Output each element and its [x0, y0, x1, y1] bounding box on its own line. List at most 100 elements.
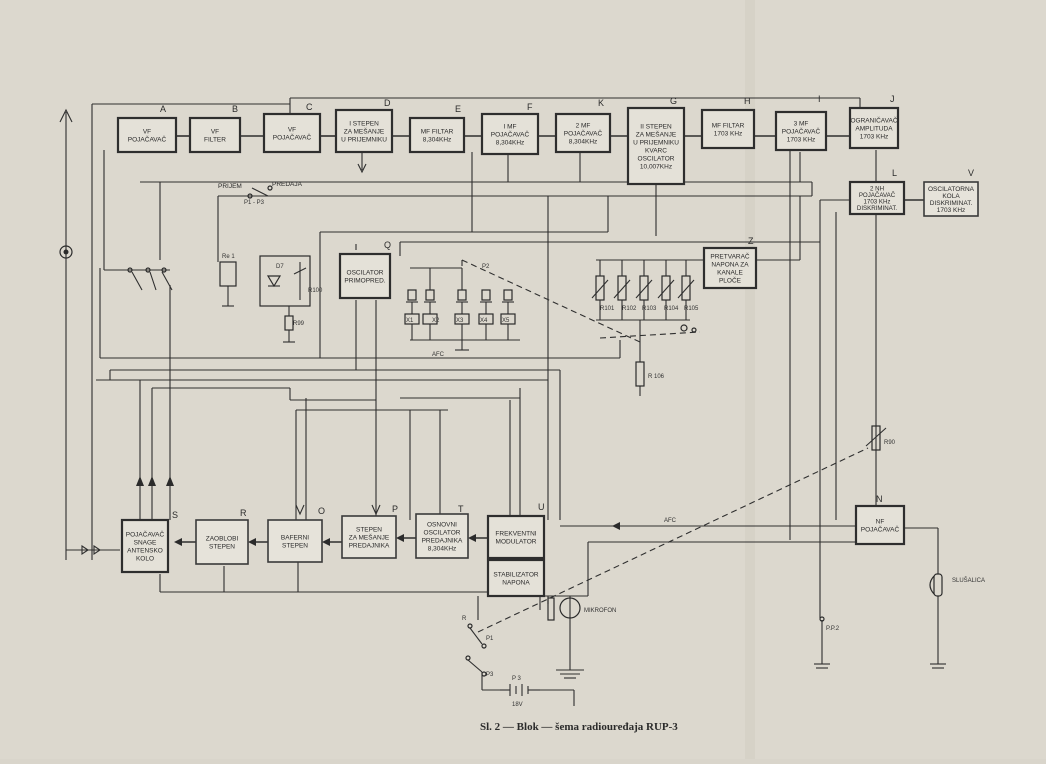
block-s-text: SNAGE: [134, 539, 157, 546]
block-a-letter: A: [160, 104, 166, 114]
block-u2-text: STABILIZATOR: [493, 571, 538, 578]
block-v-text: 1703 KHz: [937, 207, 966, 214]
label-crystal-x3: X3: [456, 318, 464, 324]
block-o-text: BAFERNI: [281, 534, 309, 541]
block-l-text: 1703 KHz: [863, 198, 890, 205]
block-t-letter: T: [458, 504, 464, 514]
block-u1-text: MODULATOR: [496, 538, 537, 545]
block-d-box: [334, 108, 394, 154]
label-r101: R101: [600, 306, 615, 312]
block-c-text: VF: [288, 126, 296, 133]
label-switch-r: R: [462, 616, 467, 622]
block-g-box: [626, 106, 686, 186]
block-b-text: FILTER: [204, 136, 226, 143]
block-b-text: VF: [211, 128, 219, 135]
block-g-text: OSCILATOR: [638, 155, 675, 162]
block-f-box: [480, 112, 540, 156]
antenna: [59, 108, 120, 560]
block-l-text: 2 NH: [870, 185, 884, 192]
block-c-text: POJAČAVAČ: [273, 132, 312, 141]
block-z-text: PRETVARAČ: [710, 251, 750, 260]
label-predaja: PREDAJA: [272, 181, 303, 188]
label-pp2: P.P.2: [826, 626, 840, 632]
block-v-letter: V: [968, 168, 974, 178]
label-crystal-x5: X5: [502, 318, 510, 324]
paper-fold: [745, 0, 755, 759]
block-z-text: NAPONA ZA: [711, 261, 749, 268]
label-p3: P3: [486, 672, 494, 678]
block-u1-text: FREKVENTNI: [495, 530, 536, 537]
block-q-letter: Q: [384, 240, 391, 250]
components: [127, 185, 943, 696]
block-r-text: STEPEN: [209, 543, 235, 550]
block-k-text: POJAČAVAČ: [564, 128, 603, 137]
label-afc: AFC: [664, 518, 677, 524]
block-e-box: [408, 116, 466, 154]
block-h-box: [700, 108, 756, 150]
block-n-box: [854, 504, 906, 546]
block-t-text: OSCILATOR: [424, 529, 461, 536]
block-k-letter: K: [598, 98, 604, 108]
block-q-box: [338, 252, 392, 300]
block-j-box: [848, 106, 900, 150]
block-f-text: 8,304KHz: [496, 139, 525, 146]
label-p1: P1: [486, 636, 494, 642]
block-q-text: OSCILATOR: [347, 269, 384, 276]
label-prijem: PRIJEM: [218, 183, 242, 190]
label-crystal-x4: X4: [480, 318, 488, 324]
label-18v: 18V: [512, 702, 523, 708]
block-g-text: 10,007KHz: [640, 163, 672, 170]
block-l-box: [848, 180, 906, 216]
block-e-letter: E: [455, 104, 461, 114]
label-p3-battery: P 3: [512, 676, 522, 682]
block-h-letter: H: [744, 96, 751, 106]
label-p2: P2: [482, 264, 490, 270]
label-d7: D7: [276, 264, 284, 270]
block-g-text: ZA MEŠANJE: [636, 129, 677, 138]
block-p-letter: P: [392, 504, 398, 514]
label-r105: R105: [684, 306, 699, 312]
block-k-text: 2 MF: [576, 122, 591, 129]
label-r106: R 106: [648, 374, 665, 380]
block-a-box: [116, 116, 178, 154]
block-v-text: DISKRIMINAT.: [930, 200, 973, 207]
block-d-text: I STEPEN: [349, 120, 379, 127]
crystal-bank: [404, 289, 516, 351]
block-i-text: 3 MF: [794, 120, 809, 127]
block-h-text: MF FILTAR: [712, 122, 745, 129]
block-b-box: [188, 116, 242, 154]
block-l-text: DISKRIMINAT.: [857, 205, 898, 212]
block-a-text: VF: [143, 128, 151, 135]
block-i-box: [774, 110, 828, 152]
block-a-text: POJAČAVAČ: [128, 134, 167, 143]
block-t-box: [415, 513, 469, 559]
label-re1: Re 1: [222, 254, 235, 260]
block-s-text: ANTENSKO: [127, 547, 163, 554]
label-r99: R99: [293, 321, 305, 327]
block-d-letter: D: [384, 98, 391, 108]
label-afc-2: AFC: [432, 352, 445, 358]
block-p-text: STEPEN: [356, 526, 382, 533]
label-slusalica: SLUŠALICA: [952, 577, 985, 584]
block-s-text: KOLO: [136, 555, 154, 562]
block-u1-letter: U: [538, 502, 545, 512]
block-o-text: STEPEN: [282, 542, 308, 549]
block-q-text: PRIMOPRED.: [344, 277, 385, 284]
block-u2-box: [486, 558, 546, 598]
block-f-letter: F: [527, 102, 533, 112]
